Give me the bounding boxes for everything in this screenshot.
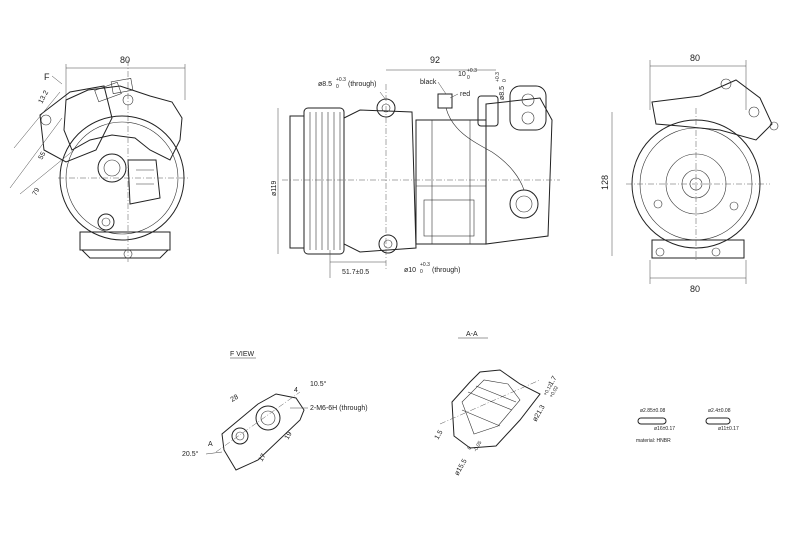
rear-view: 80 128 80 — [600, 53, 779, 294]
seal1-top-label: ø2.85±0.08 — [640, 408, 665, 414]
aa-title: A-A — [466, 331, 478, 338]
side-dim-85-label: ø8.5 — [499, 86, 506, 100]
side-dim-85-tolerance-lower: 0 — [502, 79, 508, 82]
cylinder-body — [415, 119, 487, 245]
front-view-arrow-f: F — [44, 72, 50, 82]
aa-dim-15: 1.5 — [434, 429, 445, 441]
aa-dim-155: ø15.5 — [454, 458, 469, 477]
aa-dim-213-tolerance-upper: +0.12 — [543, 383, 555, 397]
front-housing — [343, 109, 417, 253]
pulley-hub — [289, 115, 305, 249]
discharge-port — [509, 85, 547, 131]
connector-ring — [509, 189, 539, 219]
side-hole-top-note: (through) — [348, 81, 376, 88]
seal2-ring — [705, 417, 731, 425]
side-hole-top-tolerance-upper: +0.3 — [336, 77, 346, 83]
front-dim-a: 13.2 — [38, 90, 51, 105]
aa-dim-213: ø21.3 — [532, 404, 547, 423]
rear-head-block — [651, 79, 773, 141]
seal1-bottom-label: ø16±0.17 — [654, 426, 675, 432]
rear-width-top-label: 80 — [690, 53, 700, 63]
side-view: 92 ø8.5 +0.3 0 (through) black red 10 +0… — [271, 55, 560, 278]
bottom-mount-hole — [378, 234, 398, 254]
front-dim-b: 55 — [38, 151, 48, 161]
aa-dim-17: 1.7 — [548, 375, 559, 387]
side-hole-bottom-tolerance-lower: 0 — [420, 269, 423, 275]
seal2-top-label: ø2.4±0.08 — [708, 408, 731, 414]
side-dim-85-tolerance-upper: +0.3 — [495, 72, 501, 82]
f-angle-bottom-label: 20.5° — [182, 450, 199, 458]
seal1-ring — [637, 417, 667, 425]
side-dim-10-label: 10 — [458, 71, 466, 78]
front-head-block — [63, 85, 183, 161]
aa-dim-155-tolerance-upper: 0 — [467, 445, 474, 451]
f-dim-4: 4 — [294, 387, 298, 394]
seal2-bottom-label: ø11±0.17 — [718, 426, 739, 432]
side-hole-bottom-label: ø10 — [404, 267, 416, 274]
aa-section-body — [451, 369, 541, 449]
side-hole-bottom-tolerance-upper: +0.3 — [420, 262, 430, 268]
side-hole-top-tolerance-lower: 0 — [336, 84, 339, 90]
wire — [445, 107, 525, 191]
section-a-a: A-A 1.7 1.5 ø15.5 0 -0.05 ø21.3 +0.12 +0… — [434, 331, 560, 477]
f-section-marker: A — [208, 441, 213, 448]
wire-black-label: black — [420, 79, 437, 86]
seal-material-label: material: HNBR — [636, 438, 671, 444]
side-hole-bottom-note: (through) — [432, 267, 460, 274]
f-view-port-large — [255, 405, 281, 431]
f-thread-label: 2-M6-6H (through) — [310, 405, 368, 412]
side-width-label: 92 — [430, 55, 440, 65]
f-angle-top-label: 10.5° — [310, 380, 327, 388]
rear-height-label: 128 — [600, 175, 610, 190]
front-width-label: 80 — [120, 55, 130, 65]
rear-width-bottom-label: 80 — [690, 284, 700, 294]
suction-port — [477, 95, 499, 127]
f-view-flange — [221, 393, 305, 471]
front-view: 80 F 13.2 55 79 — [9, 55, 190, 262]
side-dim-10-tolerance-upper: +0.3 — [467, 68, 477, 74]
electrical-connector — [437, 93, 453, 109]
front-dim-c: 79 — [32, 187, 42, 197]
side-offset-label: 51.7±0.5 — [342, 269, 369, 276]
f-view: F VIEW 10.5° 2-M6-6H (through) 28 4 A 19… — [182, 351, 368, 471]
rear-base — [651, 239, 745, 259]
side-diameter-label: ø119 — [271, 180, 278, 196]
f-view-port-small — [231, 427, 249, 445]
seal-details: ø2.85±0.08 ø16±0.17 ø2.4±0.08 ø11±0.17 m… — [636, 408, 739, 444]
f-view-title: F VIEW — [230, 351, 255, 358]
rear-head — [485, 97, 553, 245]
f-dim-19: 19 — [284, 431, 294, 441]
f-dim-28: 28 — [230, 394, 240, 404]
aa-dim-155-tolerance-lower: -0.05 — [473, 440, 484, 453]
side-dim-10-tolerance-lower: 0 — [467, 75, 470, 81]
side-hole-top-label: ø8.5 — [318, 81, 332, 88]
wire-red-label: red — [460, 91, 470, 98]
f-dim-17: 17 — [258, 453, 268, 463]
aa-dim-213-tolerance-lower: +0.02 — [549, 385, 561, 399]
